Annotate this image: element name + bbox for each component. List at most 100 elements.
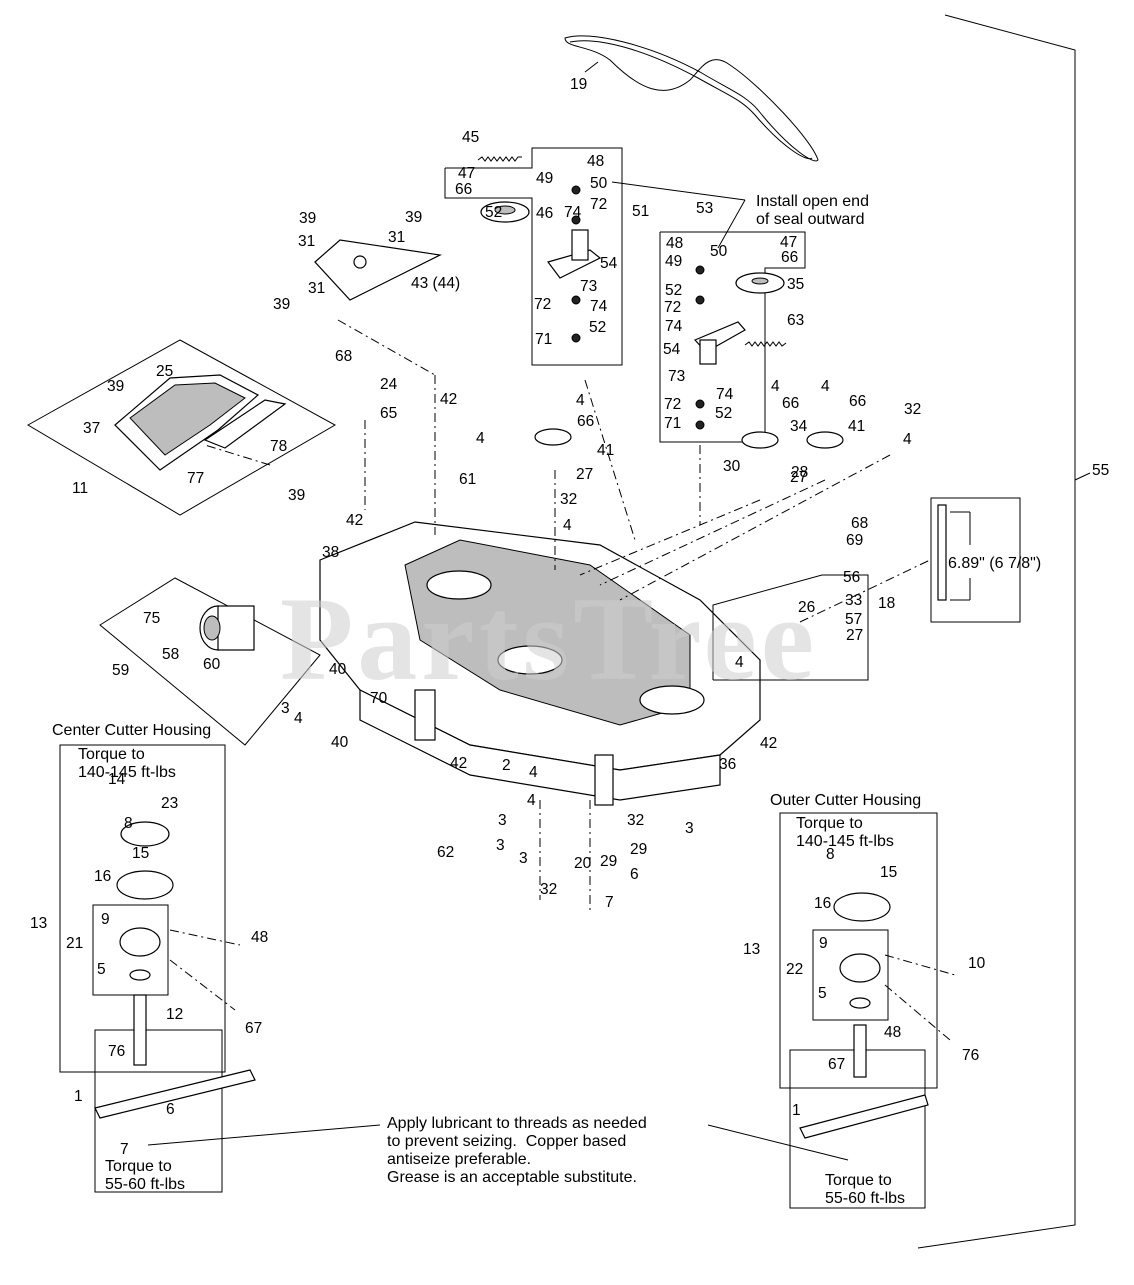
callout-22: 22 [786,961,803,978]
callout-16: 16 [814,895,831,912]
callout-32: 32 [540,881,557,898]
callout-4: 4 [529,764,538,781]
callout-41: 41 [848,418,865,435]
callout-40: 40 [329,661,347,678]
callout-48: 48 [666,235,683,252]
callout-3: 3 [498,812,507,829]
callout-7: 7 [120,1141,129,1158]
callout-10: 10 [968,955,986,972]
callout-39: 39 [299,210,316,227]
callout-48: 48 [587,153,604,170]
callout-74: 74 [716,386,734,403]
antiscalp-box [712,497,1021,681]
callout-27: 27 [846,627,863,644]
callout-42: 42 [440,391,457,408]
callout-57: 57 [845,611,862,628]
callout-72: 72 [534,296,551,313]
callout-71: 71 [664,415,681,432]
callout-49: 49 [665,253,682,270]
callout-52: 52 [589,319,606,336]
callout-48: 48 [884,1024,901,1041]
callout-14: 14 [108,771,126,788]
callout-32: 32 [560,491,577,508]
callout-39: 39 [107,378,124,395]
callout-23: 23 [161,795,178,812]
callout-50: 50 [590,175,608,192]
callout-6: 6 [630,866,639,883]
callout-29: 29 [630,841,647,858]
callout-24: 24 [380,376,398,393]
callout-67: 67 [245,1020,262,1037]
callout-41: 41 [597,442,614,459]
callout-43-44: 43 (44) [411,275,460,292]
callout-35: 35 [787,276,804,293]
callout-48: 48 [251,929,268,946]
callout-47: 47 [458,165,475,182]
leader-lines [147,181,849,1161]
callout-4: 4 [903,431,912,448]
callout-40: 40 [331,734,349,751]
callout-75: 75 [143,610,160,627]
callout-4: 4 [476,430,485,447]
callout-27: 27 [576,466,593,483]
callout-1: 1 [792,1102,801,1119]
callout-25: 25 [156,363,173,380]
callout-5: 5 [818,985,827,1002]
callout-72: 72 [664,299,681,316]
callout-36: 36 [719,756,736,773]
callout-15: 15 [880,864,897,881]
callout-31: 31 [388,229,405,246]
callout-70: 70 [370,690,388,707]
center-torque-top: Torque to 140-145 ft-lbs [78,746,176,781]
callout-72: 72 [590,196,607,213]
callout-4: 4 [527,792,536,809]
callout-52: 52 [715,405,732,422]
callout-3: 3 [685,820,694,837]
watermark: PartsTree [280,572,818,705]
callout-68: 68 [851,515,868,532]
callout-73: 73 [580,278,597,295]
roller-box [99,577,321,746]
callout-69: 69 [846,532,863,549]
callout-52: 52 [665,282,682,299]
callout-39: 39 [273,296,290,313]
callout-76: 76 [108,1043,125,1060]
callout-3: 3 [519,850,528,867]
callout-11: 11 [72,480,88,497]
callout-47: 47 [780,234,797,251]
callout-13: 13 [30,915,47,932]
callout-2: 2 [502,757,511,774]
callout-28: 28 [791,464,808,481]
idler-box-left [444,147,806,443]
callout-60: 60 [203,656,221,673]
callout-74: 74 [564,204,582,221]
callout-74: 74 [590,298,608,315]
callout-20: 20 [574,855,592,872]
callout-42: 42 [346,512,363,529]
idler-pulleys [480,201,844,449]
callout-1: 1 [74,1088,83,1105]
callout-45: 45 [462,129,479,146]
callout-26: 26 [798,599,815,616]
callout-34: 34 [790,418,808,435]
callout-71: 71 [535,331,552,348]
callout-55: 55 [1092,462,1109,479]
callout-62: 62 [437,844,454,861]
outer-housing-box [779,812,938,1209]
callout-73: 73 [668,368,685,385]
dimension-note: 6.89" (6 7/8") [948,555,1042,572]
outer-housing-title: Outer Cutter Housing [770,792,922,809]
deck-cover-box [26,339,337,516]
callout-30: 30 [723,458,741,475]
callout-32: 32 [627,812,644,829]
callout-3: 3 [281,700,290,717]
callout-31: 31 [298,233,315,250]
callout-72: 72 [664,396,681,413]
callout-4: 4 [821,378,830,395]
spring-63 [744,341,787,347]
callout-7: 7 [605,894,614,911]
callout-53: 53 [696,200,713,217]
center-torque-bottom: Torque to 55-60 ft-lbs [105,1158,186,1193]
callout-67: 67 [828,1056,845,1073]
callout-78: 78 [270,438,287,455]
